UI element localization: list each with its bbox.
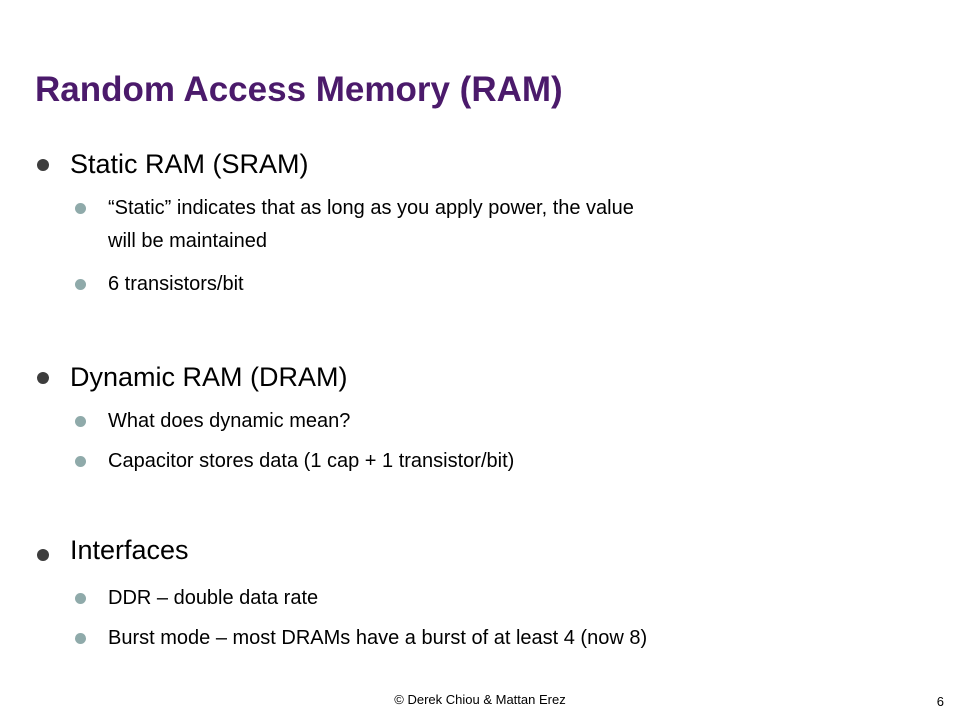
- sub-bullet-dot-icon: [75, 416, 86, 427]
- bullet-dot-icon: [37, 159, 49, 171]
- sub-bullet-dot-icon: [75, 633, 86, 644]
- slide-title: Random Access Memory (RAM): [35, 70, 563, 109]
- bullet-dot-icon: [37, 549, 49, 561]
- sub-bullet-dram-capacitor: Capacitor stores data (1 cap + 1 transis…: [108, 450, 515, 472]
- bullet-heading-sram: Static RAM (SRAM): [70, 149, 309, 179]
- page-number: 6: [936, 694, 944, 709]
- sub-bullet-dot-icon: [75, 279, 86, 290]
- sub-bullet-dot-icon: [75, 593, 86, 604]
- sub-bullet-sram-static-cont: will be maintained: [108, 230, 267, 252]
- sub-bullet-sram-static: “Static” indicates that as long as you a…: [108, 197, 634, 219]
- sub-bullet-burst-mode: Burst mode – most DRAMs have a burst of …: [108, 627, 648, 649]
- bullet-dot-icon: [37, 372, 49, 384]
- sub-bullet-ddr: DDR – double data rate: [108, 587, 319, 609]
- sub-bullet-dot-icon: [75, 203, 86, 214]
- bullet-heading-dram: Dynamic RAM (DRAM): [70, 362, 348, 392]
- sub-bullet-dram-meaning: What does dynamic mean?: [108, 410, 351, 432]
- sub-bullet-dot-icon: [75, 456, 86, 467]
- slide-footer: © Derek Chiou & Mattan Erez: [394, 692, 566, 707]
- bullet-heading-interfaces: Interfaces: [70, 535, 189, 565]
- sub-bullet-sram-transistors: 6 transistors/bit: [108, 273, 244, 295]
